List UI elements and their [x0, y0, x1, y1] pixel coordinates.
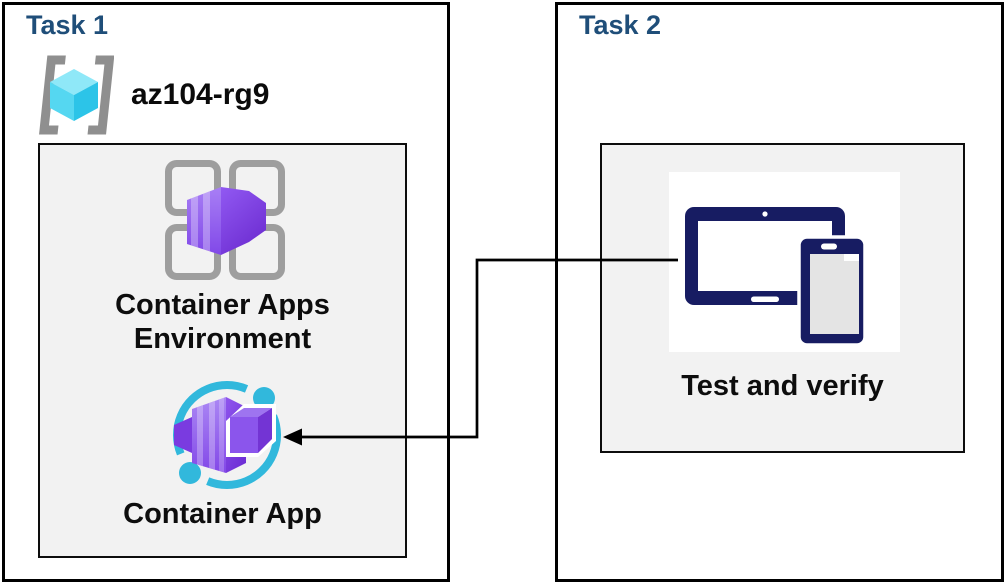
- task-2-title: Task 2: [579, 10, 662, 40]
- resource-group-name: az104-rg9: [131, 78, 270, 111]
- container-apps-environment-label: Container Apps Environment: [115, 289, 330, 355]
- container-app-icon: [173, 381, 281, 489]
- container-app-label: Container App: [123, 498, 322, 530]
- container-apps-environment-icon: [165, 160, 285, 280]
- resource-group-icon: [39, 55, 114, 135]
- task-1-title: Task 1: [26, 10, 109, 40]
- tablet-phone-icon: [685, 207, 867, 347]
- test-and-verify-label: Test and verify: [681, 370, 884, 402]
- test-and-verify-box: [600, 143, 965, 453]
- devices-plate: [669, 172, 900, 352]
